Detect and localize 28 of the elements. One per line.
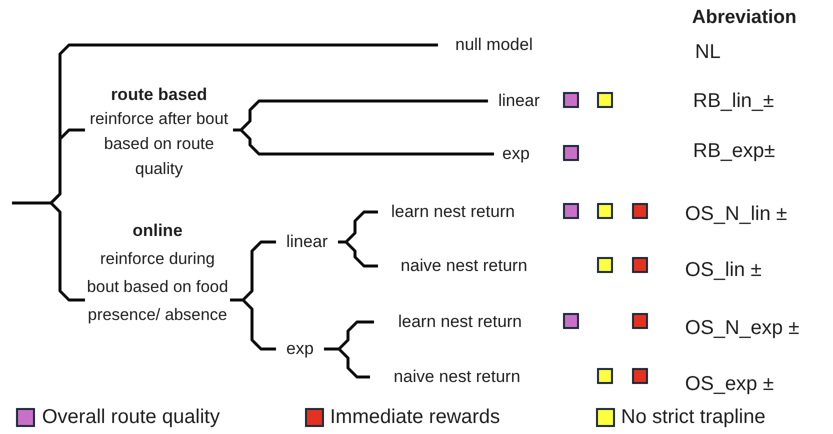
abbreviation-label: OS_exp ± [685,372,774,396]
legend-label: Immediate rewards [330,405,500,429]
category-description: reinforce during bout based on food presence/ absence [86,249,230,326]
branch-label: null model [438,34,550,56]
category-heading: route based [110,84,208,106]
branch-label: linear [488,90,550,112]
abbreviation-label: RB_lin_± [693,89,774,113]
branch-label: naive nest return [378,255,550,277]
abbreviation-label: OS_N_exp ± [685,316,800,340]
bracket-line [338,240,378,268]
branch-label: learn nest return [378,201,528,223]
abbreviation-label: NL [695,40,721,64]
branch-label: naive nest return [370,366,544,388]
abbreviation-label: RB_exp± [693,139,776,163]
legend-label: Overall route quality [42,405,220,429]
abbreviation-label: OS_lin ± [685,258,762,282]
bracket-line [233,128,494,156]
category-description: reinforce after bout based on route quality [88,109,230,180]
abbreviation-label: OS_N_lin ± [685,202,788,226]
bracket-line [230,298,276,350]
category-heading: online [131,220,184,242]
legend-label: No strict trapline [621,405,766,429]
branch-label: exp [276,338,324,360]
bracket-line [324,348,370,378]
column-heading: Abreviation [692,6,797,30]
branch-label: linear [276,231,338,253]
branch-label: exp [494,143,538,165]
branch-label: learn nest return [374,311,546,333]
